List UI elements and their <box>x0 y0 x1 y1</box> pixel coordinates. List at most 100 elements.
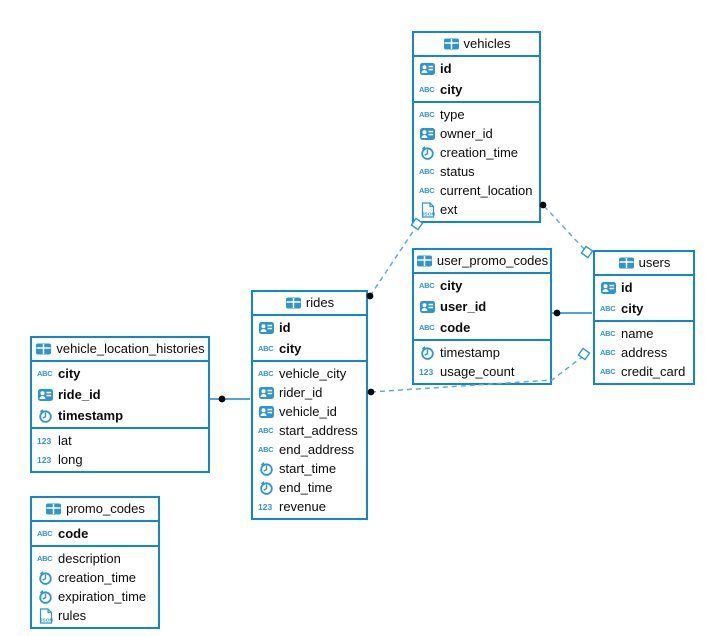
column-name: user_id <box>440 298 487 314</box>
timestamp-icon <box>260 480 273 495</box>
column-row[interactable]: ABC city <box>414 79 539 100</box>
json-icon: JSON <box>39 607 54 624</box>
column-row[interactable]: creation_time <box>414 143 539 162</box>
column-row[interactable]: ABC city <box>595 298 693 319</box>
column-row[interactable]: ABC current_location <box>414 181 539 200</box>
column-row[interactable]: JSON ext <box>414 200 539 219</box>
column-row[interactable]: end_time <box>253 478 366 497</box>
column-name: city <box>440 277 463 293</box>
column-row[interactable]: id <box>253 317 366 338</box>
string-icon: ABC <box>600 303 616 313</box>
column-row[interactable]: id <box>595 277 693 298</box>
column-row[interactable]: start_time <box>253 459 366 478</box>
svg-text:JSON: JSON <box>40 617 54 623</box>
table-vehicles[interactable]: vehicles id ABC city ABC type owner_id <box>412 31 541 223</box>
column-row[interactable]: timestamp <box>32 405 208 426</box>
uuid-icon <box>259 321 274 334</box>
table-header[interactable]: vehicles <box>414 33 539 57</box>
column-row[interactable]: ABC code <box>32 523 158 544</box>
column-row[interactable]: ABC name <box>595 324 693 343</box>
column-row[interactable]: ABC description <box>32 549 158 568</box>
column-name: timestamp <box>58 407 124 423</box>
string-icon: ABC <box>419 322 435 332</box>
column-name: ride_id <box>58 386 101 402</box>
table-rides[interactable]: rides id ABC city ABC vehicle_city rider… <box>251 290 368 520</box>
column-name: end_address <box>279 441 355 457</box>
column-name: type <box>440 106 465 122</box>
column-row[interactable]: creation_time <box>32 568 158 587</box>
uuid-icon <box>601 281 616 294</box>
column-name: creation_time <box>440 144 519 160</box>
json-icon: JSON <box>422 201 435 217</box>
column-name: current_location <box>440 182 533 198</box>
column-name: description <box>58 550 121 566</box>
column-row[interactable]: rider_id <box>253 383 366 402</box>
uuid-icon <box>259 405 274 418</box>
columns-section: 123 lat 123 long <box>32 429 208 471</box>
column-name: start_address <box>279 422 358 438</box>
string-icon: ABC <box>258 444 274 454</box>
number-icon: 123 <box>37 454 52 465</box>
table-header[interactable]: user_promo_codes <box>414 250 550 274</box>
table-header[interactable]: users <box>595 252 693 276</box>
column-row[interactable]: vehicle_id <box>253 402 366 421</box>
string-icon: ABC <box>37 368 53 378</box>
column-name: expiration_time <box>58 588 147 604</box>
relation-user_promo_codes-users[interactable] <box>552 309 592 317</box>
column-row[interactable]: JSON rules <box>32 606 158 625</box>
column-row[interactable]: ABC type <box>414 105 539 124</box>
column-row[interactable]: ABC code <box>414 317 550 338</box>
number-icon: 123 <box>419 366 434 377</box>
column-row[interactable]: 123 lat <box>32 431 208 450</box>
column-row[interactable]: ABC status <box>414 162 539 181</box>
table-users[interactable]: users id ABC city ABC name ABC address A… <box>593 250 695 385</box>
table-header[interactable]: promo_codes <box>32 498 158 522</box>
key-columns-section: id ABC city <box>595 276 693 322</box>
key-columns-section: ABC code <box>32 522 158 547</box>
column-row[interactable]: ABC address <box>595 343 693 362</box>
number-icon: 123 <box>37 435 52 446</box>
timestamp-icon <box>421 145 434 160</box>
timestamp-icon <box>421 345 434 360</box>
column-row[interactable]: ride_id <box>32 384 208 405</box>
column-name: start_time <box>279 460 337 476</box>
column-row[interactable]: expiration_time <box>32 587 158 606</box>
column-row[interactable]: ABC credit_card <box>595 362 693 381</box>
table-promo_codes[interactable]: promo_codes ABC code ABC description cre… <box>30 496 160 629</box>
column-row[interactable]: ABC city <box>253 338 366 359</box>
table-header[interactable]: vehicle_location_histories <box>32 338 208 362</box>
column-row[interactable]: user_id <box>414 296 550 317</box>
column-row[interactable]: ABC start_address <box>253 421 366 440</box>
table-header[interactable]: rides <box>253 292 366 316</box>
string-icon: ABC <box>419 185 435 195</box>
column-name: id <box>621 279 633 295</box>
table-user_promo_codes[interactable]: user_promo_codes ABC city user_id ABC co… <box>412 248 552 385</box>
column-row[interactable]: ABC end_address <box>253 440 366 459</box>
column-name: vehicle_city <box>279 365 347 381</box>
column-row[interactable]: ABC vehicle_city <box>253 364 366 383</box>
table-icon <box>285 297 301 309</box>
table-icon <box>618 257 634 269</box>
column-name: city <box>58 365 81 381</box>
key-columns-section: ABC city user_id ABC code <box>414 274 550 341</box>
timestamp-icon <box>260 461 273 476</box>
table-title: promo_codes <box>66 501 145 516</box>
column-row[interactable]: 123 usage_count <box>414 362 550 381</box>
table-title: rides <box>305 295 335 310</box>
column-row[interactable]: id <box>414 58 539 79</box>
string-icon: ABC <box>600 366 616 376</box>
column-row[interactable]: ABC city <box>32 363 208 384</box>
column-row[interactable]: owner_id <box>414 124 539 143</box>
column-row[interactable]: timestamp <box>414 343 550 362</box>
columns-section: ABC type owner_id creation_time ABC stat… <box>414 103 539 221</box>
column-name: rider_id <box>279 384 323 400</box>
string-icon: ABC <box>600 347 616 357</box>
column-row[interactable]: ABC city <box>414 275 550 296</box>
column-row[interactable]: 123 revenue <box>253 497 366 516</box>
table-vehicle_location_histories[interactable]: vehicle_location_histories ABC city ride… <box>30 336 210 473</box>
column-name: city <box>279 340 302 356</box>
relation-vehicle_location_histories-rides[interactable] <box>210 395 250 403</box>
uuid-icon <box>420 127 435 140</box>
column-name: rules <box>58 607 87 623</box>
column-row[interactable]: 123 long <box>32 450 208 469</box>
